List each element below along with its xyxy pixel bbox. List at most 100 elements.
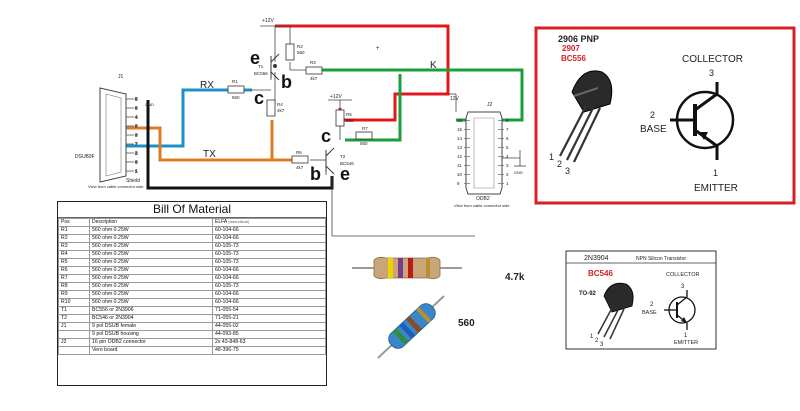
wire-black-gnd xyxy=(146,100,334,190)
j2-pin-label-right: 4 xyxy=(506,154,509,159)
bom-header-elfa: ELFA (www.elfa.se) xyxy=(212,218,326,227)
pnp-alt1: 2907 xyxy=(562,44,580,53)
j1-pin-label: 3 xyxy=(135,133,138,138)
svg-text:560: 560 xyxy=(360,141,368,146)
resistor-r5 xyxy=(335,109,345,127)
bom-cell-description: 16 pin ODB2 connector xyxy=(89,338,213,347)
svg-text:R4: R4 xyxy=(277,102,283,107)
resistor-r7 xyxy=(355,131,373,140)
j2-supply: 12V xyxy=(450,96,460,102)
bom-cell-description: 560 ohm 0.25W xyxy=(89,290,213,299)
bom-cell-elfa: 60-104-66 xyxy=(212,290,326,299)
j2-label: J2 xyxy=(487,102,493,108)
supply-right: +12V xyxy=(330,94,342,100)
svg-text:4k7: 4k7 xyxy=(277,108,285,113)
bom-cell-description: 560 ohm 0.25W xyxy=(89,250,213,259)
svg-text:560: 560 xyxy=(346,118,354,123)
bom-cell-description: 560 ohm 0.25W xyxy=(89,226,213,235)
bom-cell-elfa: 60-104-66 xyxy=(212,266,326,275)
j2-pin-label-left: 14 xyxy=(457,136,463,141)
bom-cell-pos: R7 xyxy=(58,274,90,283)
j2-pin-label-left: 12 xyxy=(457,154,463,159)
svg-text:560: 560 xyxy=(232,95,240,100)
npn-package: TO-92 xyxy=(579,291,597,297)
j1-pin-label: 8 xyxy=(135,124,138,129)
pnp-lead-3: 3 xyxy=(565,166,570,176)
svg-text:560: 560 xyxy=(297,50,305,55)
t2-collector-letter: c xyxy=(321,126,331,146)
resistor-r6 xyxy=(291,155,309,164)
transistor-t1 xyxy=(270,53,280,81)
npn-pin-b: 2 xyxy=(650,302,654,308)
npn-pin-e: 1 xyxy=(684,333,688,339)
npn-lead-2: 2 xyxy=(595,338,599,344)
j2-pin-label-left: 13 xyxy=(457,145,463,150)
bom-cell-description: 9 pol DSUB female xyxy=(89,322,213,331)
pnp-pin-b: 2 xyxy=(650,110,655,120)
bom-cell-description: 560 ohm 0.25W xyxy=(89,298,213,307)
wire-blue-rx xyxy=(126,88,252,148)
j2-pin-label-left: 9 xyxy=(457,181,460,186)
bom-cell-pos: R5 xyxy=(58,258,90,267)
t1-ref: T1 xyxy=(258,64,264,69)
npn-base-label: BASE xyxy=(642,310,657,316)
j1-pin-label: 9 xyxy=(135,106,138,111)
k-label: K xyxy=(430,60,437,71)
svg-text:R2: R2 xyxy=(297,44,303,49)
npn-package-drawing xyxy=(597,282,634,340)
wire-green-t2 xyxy=(345,74,402,142)
bom-cell-pos: R9 xyxy=(58,290,90,299)
resistor-560-image xyxy=(377,295,445,359)
bom-cell-pos xyxy=(58,346,90,355)
t1-collector-letter: c xyxy=(254,88,264,108)
pnp-lead-2: 2 xyxy=(557,159,562,169)
bom-cell-elfa: 48-396-75 xyxy=(212,346,326,355)
bom-cell-description: 560 ohm 0.25W xyxy=(89,282,213,291)
bom-cell-elfa: 60-105-73 xyxy=(212,258,326,267)
j1-pin-label: 7 xyxy=(135,142,138,147)
bom-header-description: Description xyxy=(89,218,213,227)
bom-cell-pos: R6 xyxy=(58,266,90,275)
rx-label: RX xyxy=(200,80,214,91)
pnp-panel: 2906 PNP 2907 BC556 1 2 3 COLLECTOR 3 2 … xyxy=(534,26,796,205)
tx-label: TX xyxy=(203,149,216,160)
pnp-package-drawing xyxy=(559,70,613,163)
bom-cell-pos: R2 xyxy=(58,234,90,243)
t2-emitter-letter: e xyxy=(340,164,350,184)
bom-cell-description: Vero board xyxy=(89,346,213,355)
j1-label: J1 xyxy=(118,74,124,80)
t2-ref: T2 xyxy=(340,154,346,159)
j2-view-note: View from cable connector side xyxy=(454,203,510,208)
bom-cell-pos xyxy=(58,330,90,339)
npn-emitter-label: EMITTER xyxy=(674,340,698,346)
supply-top: +12V xyxy=(262,18,274,24)
npn-lead-1: 1 xyxy=(590,334,594,340)
bom-cell-elfa: 2x 43-848-63 xyxy=(212,338,326,347)
resistor-r2 xyxy=(285,43,295,61)
bom-cell-elfa: 44-093-85 xyxy=(212,330,326,339)
t1-emitter-letter: e xyxy=(250,48,260,68)
bom-cell-pos: T1 xyxy=(58,306,90,315)
j2-pin-label-left: 11 xyxy=(457,163,462,168)
bom-cell-description: 560 ohm 0.25W xyxy=(89,274,213,283)
j2-pin-label-right: 5 xyxy=(506,145,509,150)
npn-lead-3: 3 xyxy=(600,342,604,348)
pnp-alt2: BC556 xyxy=(561,54,586,63)
npn-alt: BC546 xyxy=(588,269,613,278)
bom-cell-elfa: 60-105-73 xyxy=(212,250,326,259)
svg-text:R5: R5 xyxy=(346,112,352,117)
t2-part: BC546 xyxy=(340,161,354,166)
resistor-r3 xyxy=(305,66,323,75)
